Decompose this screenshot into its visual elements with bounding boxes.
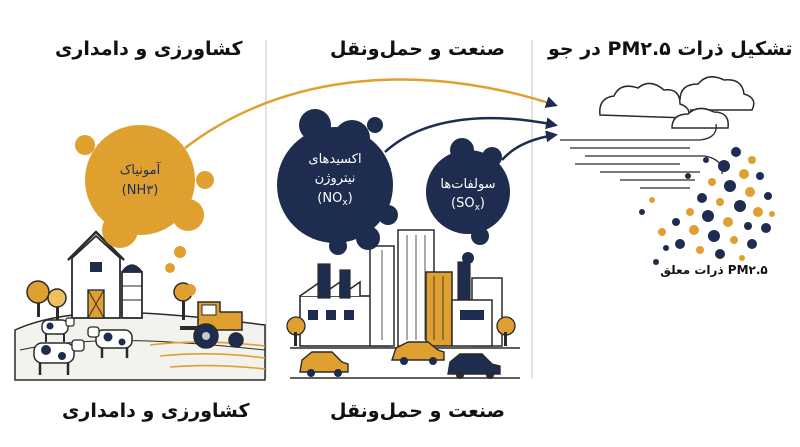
cow-icon	[87, 326, 133, 358]
particle-dot	[724, 180, 736, 192]
sox-formula: (SOx)	[451, 196, 485, 213]
particle-dot	[696, 246, 704, 254]
particle-dot	[708, 230, 720, 242]
formation-title: تشکیل ذرات PM۲.۵ در جو	[548, 38, 793, 60]
agriculture-title: کشاورزی و دامداری	[55, 38, 243, 60]
ammonia-label: آمونیاک	[120, 161, 162, 178]
particle-dot	[649, 197, 655, 203]
nox-cloud: اکسیدهای نیتروژن (NOx)	[277, 109, 398, 255]
sox-arrow	[501, 130, 558, 161]
nox-label-line1: اکسیدهای	[308, 152, 361, 167]
particle-dot	[653, 259, 659, 265]
particle-dot	[744, 222, 752, 230]
particles-cluster	[639, 147, 775, 265]
particle-dot	[716, 198, 724, 206]
cow-icon	[41, 317, 75, 342]
silo-icon	[121, 264, 143, 319]
particle-dot	[731, 147, 741, 157]
sox-label: سولفات‌ها	[440, 177, 495, 192]
particle-dot	[734, 200, 746, 212]
particle-dot	[686, 208, 694, 216]
nox-arrow	[384, 116, 558, 153]
city-scene	[286, 229, 520, 379]
particle-dot	[715, 249, 725, 259]
cow-icon	[33, 339, 85, 375]
particle-dot	[753, 207, 763, 217]
particle-dot	[764, 192, 772, 200]
particle-dot	[769, 211, 775, 217]
tractor-icon	[180, 301, 244, 349]
particle-dot	[663, 245, 669, 251]
car-icon	[447, 353, 501, 379]
particle-dot	[702, 210, 714, 222]
particle-dot	[748, 156, 756, 164]
particle-dot	[745, 187, 755, 197]
wind-lines	[560, 123, 723, 189]
industry-caption: صنعت و حمل‌ونقل	[330, 400, 505, 422]
particle-dot	[685, 173, 691, 179]
particle-dot	[703, 157, 709, 163]
particles-label: ذرات معلق PM۲.۵	[660, 263, 767, 277]
particle-dot	[639, 209, 645, 215]
particle-dot	[689, 225, 699, 235]
farm-scene	[14, 230, 266, 381]
ammonia-cloud: آمونیاک (NH۳)	[75, 125, 214, 296]
particle-dot	[761, 223, 771, 233]
agriculture-caption: کشاورزی و دامداری	[62, 400, 250, 422]
particle-dot	[658, 228, 666, 236]
cloud-icon	[599, 76, 755, 129]
particle-dot	[697, 193, 707, 203]
car-icon	[299, 351, 349, 377]
particle-dot	[739, 169, 749, 179]
particle-dot	[708, 178, 716, 186]
tree-icon	[26, 280, 193, 320]
barn-icon	[67, 230, 125, 319]
particle-dot	[675, 239, 685, 249]
particle-dot	[718, 160, 730, 172]
particle-dot	[739, 255, 745, 261]
particle-dot	[747, 239, 757, 249]
car-icon	[391, 341, 445, 365]
particle-dot	[672, 218, 680, 226]
particle-dot	[756, 172, 764, 180]
sox-cloud: سولفات‌ها (SOx)	[426, 138, 510, 264]
ammonia-arrow	[184, 78, 558, 149]
nox-formula: (NOx)	[317, 191, 352, 208]
particle-dot	[723, 217, 733, 227]
nox-label-line2: نیتروژن	[315, 171, 356, 186]
ammonia-formula: (NH۳)	[122, 183, 159, 198]
industry-title: صنعت و حمل‌ونقل	[330, 38, 505, 60]
particle-dot	[730, 236, 738, 244]
